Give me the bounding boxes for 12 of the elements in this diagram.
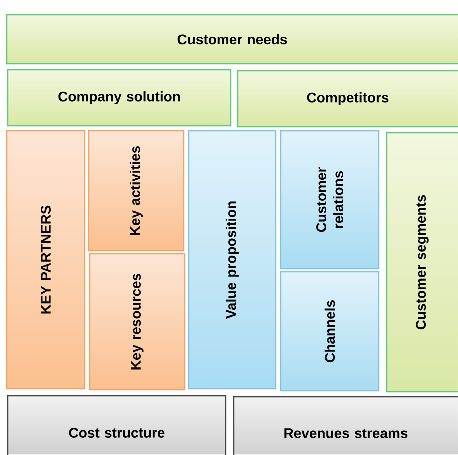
header-band: Company solution bbox=[7, 69, 232, 127]
canvas-block: KEY PARTNERS bbox=[6, 130, 86, 390]
canvas-block: Value proposition bbox=[188, 130, 277, 390]
footer-band: Cost structure bbox=[7, 395, 227, 455]
canvas-block: Key activities bbox=[88, 130, 185, 252]
header-band: Customer needs bbox=[6, 14, 458, 65]
header-band: Competitors bbox=[237, 70, 458, 128]
canvas-block: Channels bbox=[280, 271, 380, 392]
canvas-block: Customer segments bbox=[386, 132, 458, 393]
canvas-block: Customer relations bbox=[280, 130, 380, 270]
canvas-block: Key resources bbox=[89, 253, 186, 391]
footer-band: Revenues streams bbox=[233, 396, 458, 455]
